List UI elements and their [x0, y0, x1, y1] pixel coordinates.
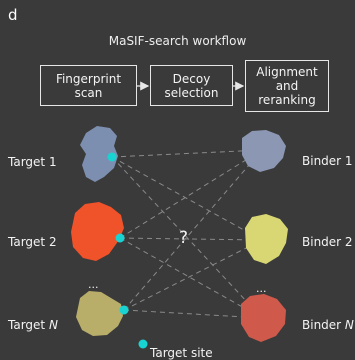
panel-letter: d	[8, 6, 18, 24]
targets-ellipsis: ...	[88, 278, 99, 291]
candidate-connections	[111, 149, 263, 319]
target-2-label: Target 2	[8, 235, 57, 249]
step-line: reranking	[258, 93, 316, 107]
connection-line	[123, 149, 263, 311]
binder-n-label: Binder N	[302, 318, 354, 332]
step-line: Alignment	[256, 65, 318, 79]
connection-line	[111, 156, 263, 319]
binders-ellipsis: ...	[256, 282, 267, 295]
target-n-label: Target N	[8, 318, 58, 332]
step-line: selection	[164, 85, 219, 100]
label-prefix: Target	[8, 318, 49, 332]
legend-target-site-dot	[138, 339, 148, 349]
connection-line	[111, 156, 263, 241]
target-2-site	[115, 233, 125, 243]
binder-1-label: Binder 1	[302, 154, 353, 168]
label-variable: N	[48, 318, 58, 332]
label-prefix: Binder	[302, 318, 345, 332]
target-1-site	[107, 152, 117, 162]
target-n-site	[119, 305, 129, 315]
legend-target-site-label: Target site	[150, 346, 213, 360]
connection-line	[111, 149, 263, 158]
target-n-protein	[76, 291, 123, 336]
binder-1-protein	[242, 130, 286, 172]
target-1-protein	[80, 126, 118, 182]
connection-line	[123, 239, 263, 311]
label-variable: N	[344, 318, 354, 332]
step-line: and	[275, 79, 299, 93]
connection-line	[119, 149, 263, 239]
workflow-title: MaSIF-search workflow	[108, 34, 247, 48]
connection-line	[119, 237, 263, 319]
step-line: scan	[74, 85, 103, 100]
target-2-protein	[71, 202, 124, 261]
connection-line	[119, 237, 263, 241]
step-line: Fingerprint	[55, 71, 122, 86]
target-1-label: Target 1	[8, 155, 57, 169]
question-mark: ?	[179, 228, 189, 248]
binder-n-protein	[241, 294, 286, 342]
step-line: Decoy	[172, 71, 211, 86]
binder-2-label: Binder 2	[302, 235, 353, 249]
binder-2-protein	[245, 214, 288, 264]
